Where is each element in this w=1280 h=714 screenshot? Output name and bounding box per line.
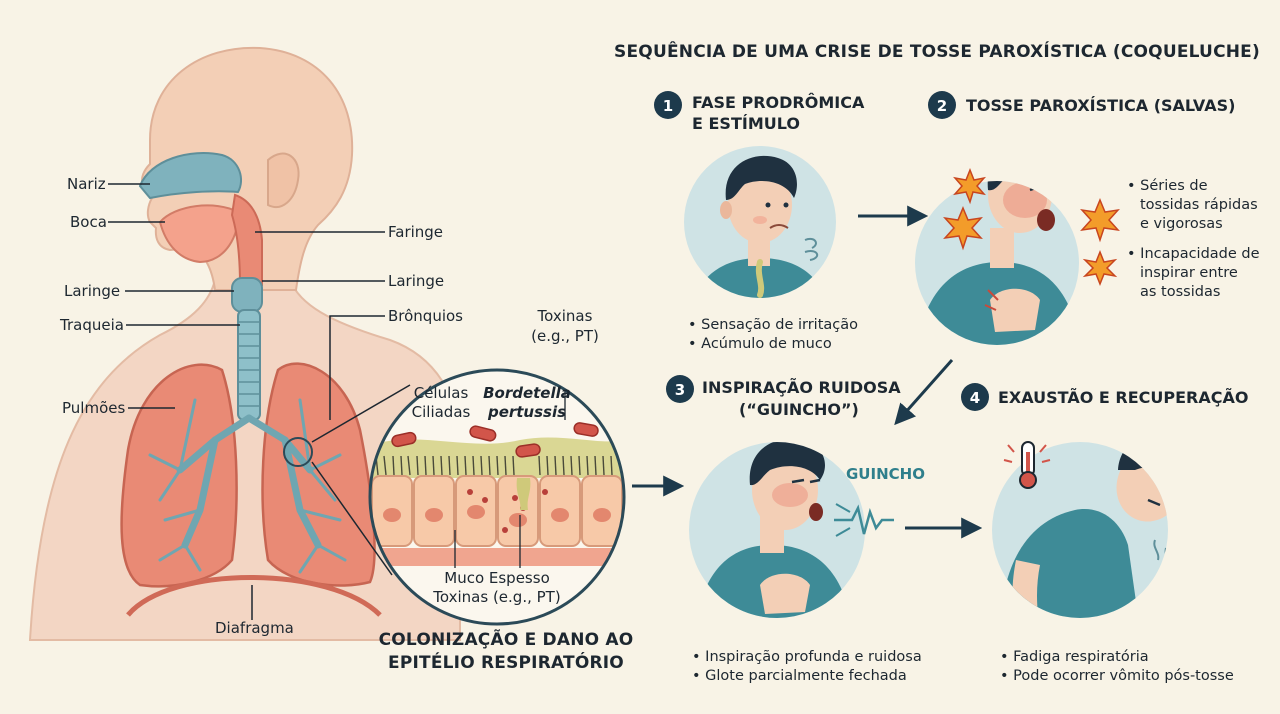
anatomy-figure (28, 46, 461, 641)
right-lung (261, 362, 376, 587)
step-2-bullet-6: as tossidas (1140, 284, 1220, 300)
step-3-badge (666, 375, 694, 403)
zoom-caption-line-1: COLONIZAÇÃO E DANO AO (379, 627, 634, 650)
step-2-bullet-5: inspirar entre (1140, 265, 1238, 281)
label-lungs: Pulmões (62, 399, 125, 417)
step-3-bullet-2: • Glote parcialmente fechada (692, 668, 907, 684)
sequence-title: SEQUÊNCIA DE UMA CRISE DE TOSSE PAROXÍST… (614, 40, 1260, 62)
step-3-person (695, 442, 852, 618)
step-4-bullet-2: • Pode ocorrer vômito pós-tosse (1000, 668, 1234, 684)
diaphragm (126, 575, 382, 617)
step-2-title-line-1: TOSSE PAROXÍSTICA (SALVAS) (966, 96, 1235, 115)
step-2: 2 TOSSE PAROXÍSTICA (SALVAS) • Séries de… (915, 91, 1260, 345)
step-2-badge (928, 91, 956, 119)
label-cells-2: Ciliadas (412, 403, 471, 421)
step-2-bullet-2: tossidas rápidas (1140, 197, 1258, 213)
step-1: 1 FASE PRODRÔMICA E ESTÍMULO • Sensação … (654, 91, 865, 352)
label-mucus: Muco Espesso (444, 569, 550, 587)
label-cells-1: Células (414, 384, 469, 402)
step-1-bullet-2: • Acúmulo de muco (688, 336, 832, 352)
step-3-title-line-2: (“GUINCHO”) (739, 400, 859, 419)
step-4-title-line-1: EXAUSTÃO E RECUPERAÇÃO (998, 388, 1248, 407)
step-2-number: 2 (937, 97, 947, 115)
label-trachea: Traqueia (59, 316, 124, 334)
label-bacteria-2: pertussis (487, 403, 566, 421)
whoop-wave (834, 504, 894, 535)
label-toxins-bottom: Toxinas (e.g., PT) (432, 588, 560, 606)
zoom-caption-line-2: EPITÉLIO RESPIRATÓRIO (388, 651, 624, 673)
step-2-bullet-1: • Séries de (1127, 178, 1208, 194)
label-larynx-left: Laringe (64, 282, 120, 300)
step-3-bullet-1: • Inspiração profunda e ruidosa (692, 649, 922, 665)
step-1-title-line-1: FASE PRODRÔMICA (692, 93, 865, 112)
zoom-source-marker (283, 437, 313, 467)
step-1-bullet-1: • Sensação de irritação (688, 317, 858, 333)
step-2-bullet-3: e vigorosas (1140, 216, 1223, 232)
step-1-title-line-2: E ESTÍMULO (692, 114, 800, 133)
step-2-bullet-4: • Incapacidade de (1127, 246, 1260, 262)
ear (267, 152, 300, 208)
step-4-number: 4 (970, 389, 980, 407)
label-toxins-top-2: (e.g., PT) (531, 327, 599, 345)
bacteria (391, 422, 599, 458)
step-3-title-line-1: INSPIRAÇÃO RUIDOSA (702, 378, 901, 397)
trachea (237, 309, 261, 421)
label-nose: Nariz (67, 175, 106, 193)
label-mouth: Boca (70, 213, 107, 231)
cough-bursts (943, 167, 1120, 287)
step-4: 4 EXAUSTÃO E RECUPERAÇÃO • Fadiga respir… (961, 383, 1248, 684)
arrow-step2-to-step3 (894, 359, 954, 426)
left-lung (120, 363, 238, 588)
nasal-cavity (138, 152, 242, 200)
step-3: 3 INSPIRAÇÃO RUIDOSA (“GUINCHO”) GUINCHO… (666, 375, 925, 684)
label-diaphragm: Diafragma (215, 619, 294, 637)
label-bacteria-1: Bordetella (483, 384, 571, 402)
thermometer-icon (1003, 441, 1051, 489)
label-pharynx: Faringe (388, 223, 443, 241)
step-4-badge (961, 383, 989, 411)
step-3-number: 3 (675, 381, 685, 399)
whoop-label: GUINCHO (846, 465, 925, 483)
step-4-bullet-1: • Fadiga respiratória (1000, 649, 1149, 665)
step-1-badge (654, 91, 682, 119)
step-1-number: 1 (663, 97, 673, 115)
oral-cavity (158, 204, 240, 264)
label-larynx-right: Laringe (388, 272, 444, 290)
larynx (231, 277, 263, 313)
label-bronchi: Brônquios (388, 307, 463, 325)
label-toxins-top-1: Toxinas (537, 307, 593, 325)
